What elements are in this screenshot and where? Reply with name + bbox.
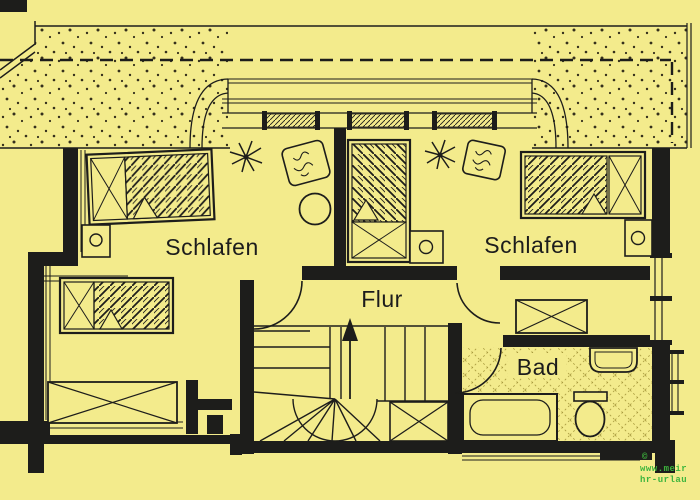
wall (0, 421, 50, 435)
wardrobe-x-icon (515, 299, 588, 334)
wall (63, 148, 78, 252)
wall (448, 323, 462, 454)
window-icon (347, 111, 409, 130)
door-swing-icon (253, 280, 303, 330)
plant-icon (229, 140, 263, 173)
watermark-url-line2: hr-urlau (640, 475, 687, 485)
bed-icon (58, 276, 175, 335)
void-x-icon (389, 401, 449, 442)
door-swing-icon (456, 282, 501, 324)
window-icon (432, 111, 497, 130)
wall-right (652, 345, 670, 453)
doors (253, 280, 502, 394)
wall-bedroom-divider (334, 128, 346, 268)
seat-cushion-icon (462, 139, 506, 181)
roof-hatch-icon (0, 0, 692, 149)
wall-face-lines (462, 455, 640, 461)
wall-right (652, 148, 670, 253)
room-label-bedroom-right: Schlafen (484, 232, 578, 258)
seat-cushion-icon (281, 139, 331, 187)
stair-direction-arrow-icon (342, 318, 358, 399)
chimney-icon (198, 399, 232, 410)
room-label-bedroom-left: Schlafen (165, 234, 259, 260)
wall (0, 435, 233, 444)
watermark: © www.meir hr-urlau (640, 452, 687, 485)
nightstand-lamp-icon (624, 219, 653, 257)
wall (28, 252, 78, 266)
door-swing-icon (454, 347, 502, 394)
bed-icon (519, 150, 647, 220)
room-label-hallway: Flur (361, 286, 403, 312)
plant-icon (424, 139, 456, 170)
label-backing (508, 353, 566, 378)
washbasin-icon (589, 347, 638, 373)
wardrobe-x-icon (47, 381, 178, 424)
window-icon (650, 253, 672, 345)
window-icon (668, 350, 684, 415)
window-icon (262, 111, 320, 130)
wall (240, 280, 254, 454)
walls (0, 128, 675, 473)
wall (500, 266, 652, 280)
wall (235, 441, 652, 453)
toilet-icon (573, 391, 608, 438)
chimney-icon (207, 415, 223, 434)
watermark-url-line1: www.meir (640, 464, 687, 474)
bed-icon (346, 138, 412, 264)
room-label-bathroom: Bad (517, 354, 559, 380)
window-band (222, 78, 537, 130)
wall (302, 266, 457, 280)
labels: Schlafen Schlafen Flur Bad (165, 232, 578, 380)
chimney-icon (186, 380, 198, 434)
nightstand-lamp-icon (409, 230, 444, 264)
wall-bath-top (503, 335, 652, 347)
bed-icon (85, 148, 216, 226)
bathtub-icon (462, 393, 558, 442)
watermark-copyright: © (642, 452, 648, 462)
nightstand-lamp-icon (81, 224, 111, 258)
winder-stair-icon (253, 325, 448, 442)
round-table-icon (298, 192, 332, 226)
wall (600, 447, 652, 460)
